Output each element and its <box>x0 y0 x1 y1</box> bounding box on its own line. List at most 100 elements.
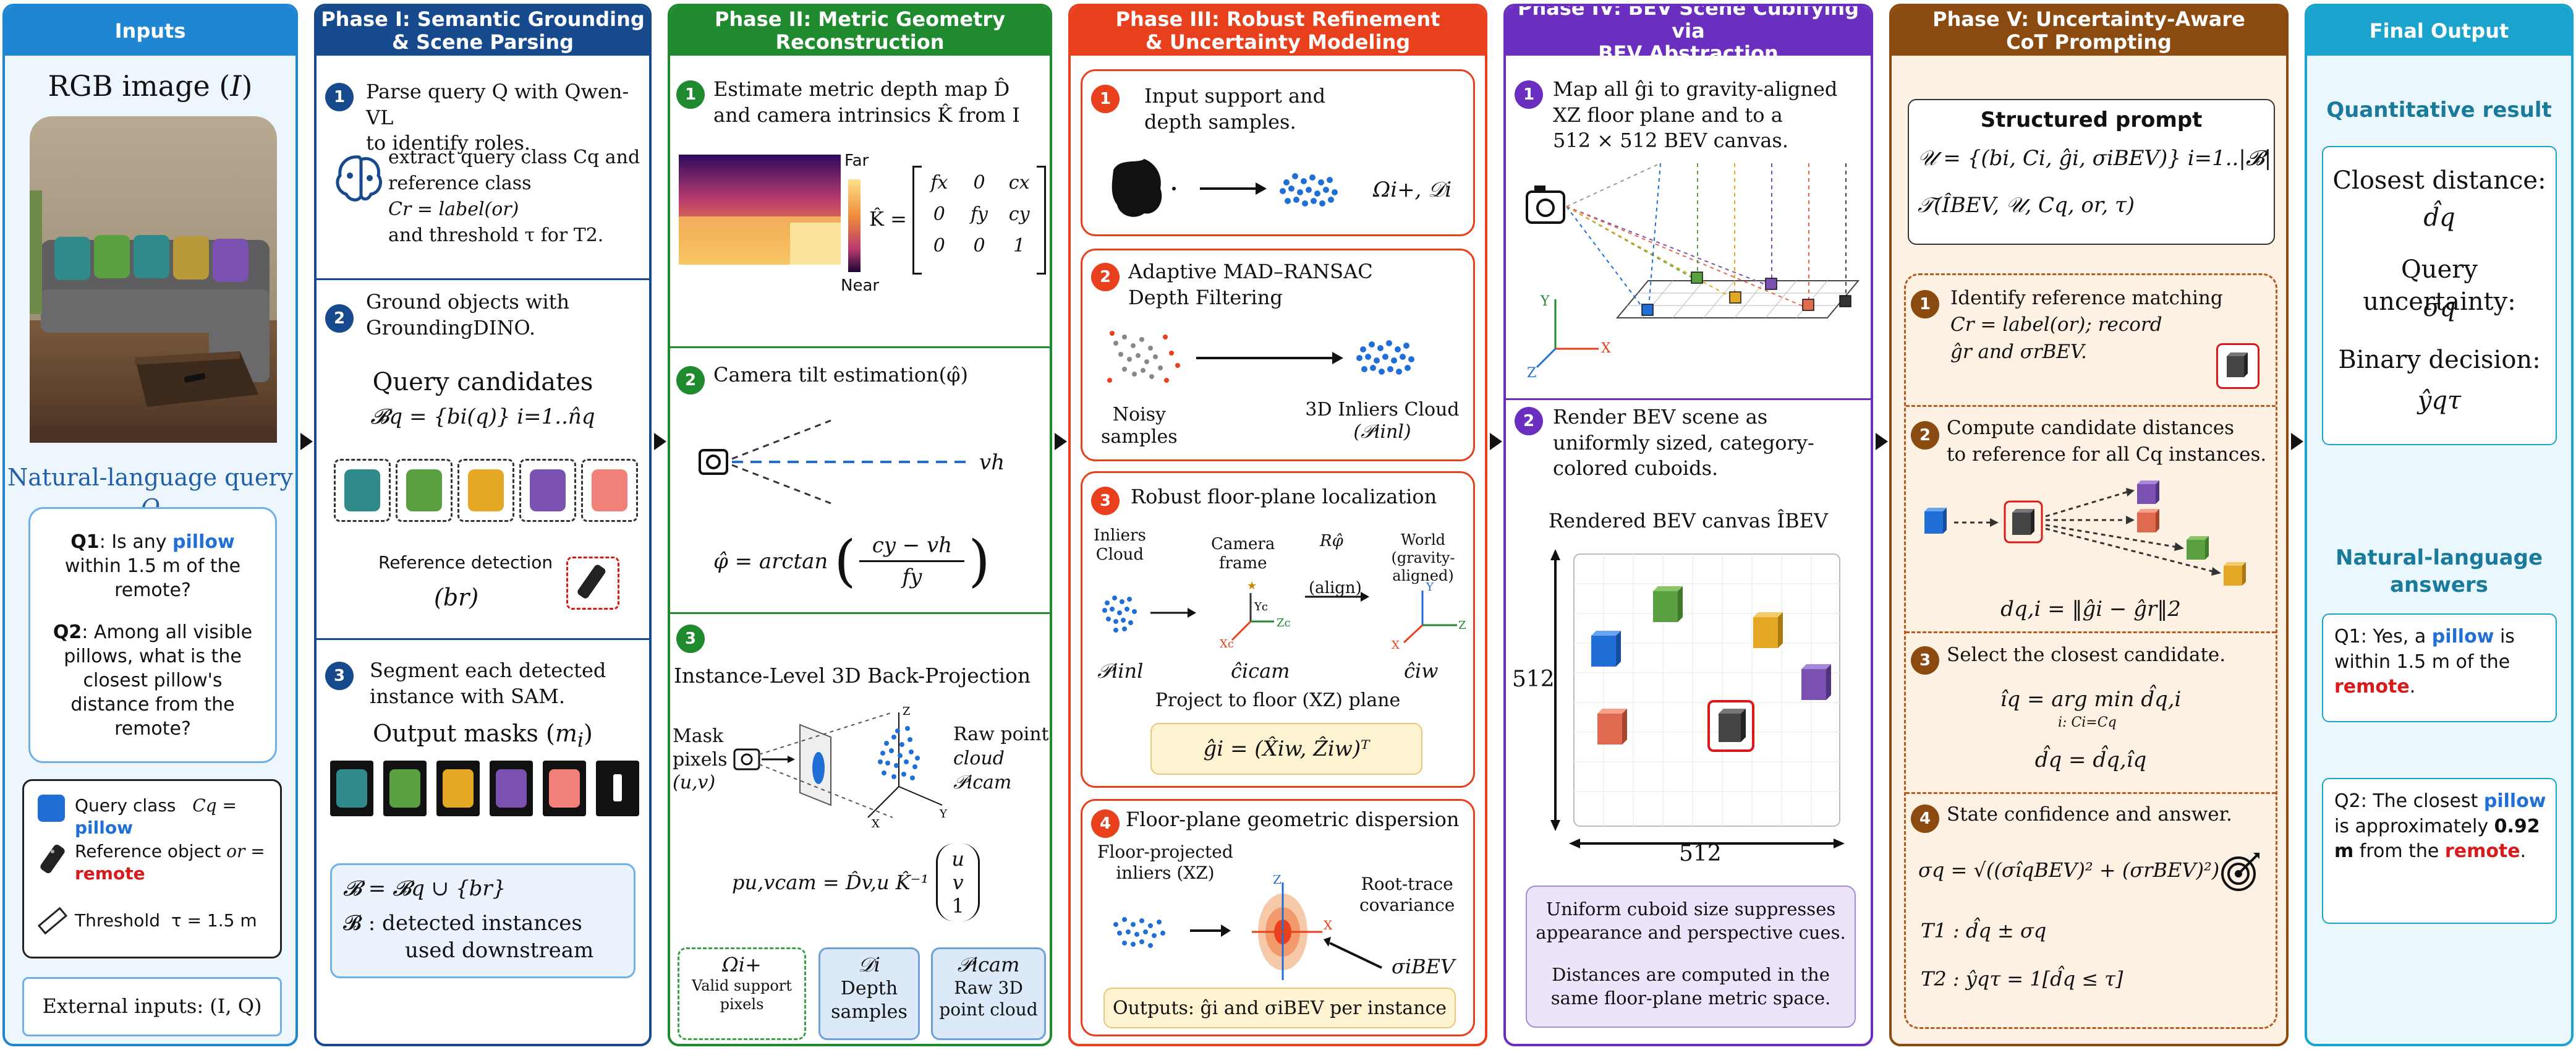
phase1-header: Phase I: Semantic Grounding& Scene Parsi… <box>317 6 649 56</box>
answer-q1-card: Q1: Yes, a pillow is within 1.5 m of the… <box>2322 613 2557 722</box>
t2-formula: T2 : ŷqτ = 1[d̂q ≤ τ] <box>1921 967 2123 991</box>
mask-4 <box>490 761 533 816</box>
rgb-image <box>30 116 277 443</box>
k-cell: fx <box>930 172 948 194</box>
svg-text:Y: Y <box>1540 294 1550 309</box>
yq-value: ŷqτ <box>2417 386 2462 415</box>
mask-3 <box>436 761 480 816</box>
candidate-box-1 <box>334 459 391 522</box>
phase2-sep2 <box>670 612 1050 614</box>
svg-text:X: X <box>872 817 880 830</box>
svg-text:X: X <box>1324 918 1333 933</box>
reference-box <box>566 557 619 610</box>
ruler-icon <box>37 907 68 935</box>
outputs-box: Outputs: ĝi and σiBEV per instance <box>1103 988 1456 1028</box>
canvas-dim-horizontal: 512 <box>1679 841 1722 866</box>
step-number-1: 1 <box>1515 80 1543 109</box>
inputs-column: Inputs RGB image (I) Natural-language qu… <box>2 4 298 1046</box>
candidate-box-4 <box>519 459 576 522</box>
k-label: K̂ = <box>869 207 907 231</box>
quant-result-card: Closest distance: d̂q Query uncertainty:… <box>2322 146 2557 445</box>
world-frame-label: World(gravity-aligned) <box>1391 531 1455 584</box>
k-cell: 1 <box>1013 235 1026 257</box>
closest-distance-label: Closest distance: <box>2332 166 2546 195</box>
phase3-header: Phase III: Robust Refinement& Uncertaint… <box>1071 6 1485 56</box>
phi-formula: φ̂ = arctan ( cy − vh fy ) <box>713 528 990 594</box>
step-number-3: 3 <box>1091 487 1120 515</box>
projection-formula: pu,vcam = D̂v,u K̂⁻¹ u v 1 <box>732 843 980 921</box>
answer-q2-text: Q2: The closest pillow is approximately … <box>2334 790 2546 862</box>
c-cam-label: ĉicam <box>1231 659 1290 683</box>
phase3-step3-card: 3 Robust floor-plane localization Inlier… <box>1081 471 1475 788</box>
quant-title: Quantitative result <box>2326 98 2552 122</box>
arrow-phase4-phase5 <box>1876 433 1888 450</box>
g-formula-box: ĝi = (X̂iw, Ẑiw)ᵀ <box>1150 723 1422 775</box>
support-samples-diagram <box>1112 159 1338 217</box>
bev-mapping-diagram: Y X Z <box>1526 163 1860 381</box>
phase2-step3-text: Instance-Level 3D Back-Projection <box>674 664 1031 688</box>
far-label: Far <box>844 152 869 170</box>
arrow-phase5-final <box>2291 433 2303 450</box>
final-column: Final Output Quantitative result Closest… <box>2305 4 2574 1046</box>
dq-formula: d̂q = d̂q,îq <box>2034 748 2147 772</box>
structured-prompt-title: Structured prompt <box>1980 108 2203 132</box>
ransac-diagram <box>1107 331 1414 383</box>
svg-text:Y: Y <box>939 808 948 821</box>
legend-query-class: Query class Cq = pillow <box>75 795 237 839</box>
legend-reference: Reference object or =remote <box>75 841 265 884</box>
r-phi-label: Rφ̂ <box>1320 532 1343 550</box>
phase5-sep2 <box>1906 631 2276 633</box>
phase5-sep3 <box>1906 792 2276 794</box>
phase3-step3-text: Robust floor-plane localization <box>1131 485 1437 508</box>
arrow-phase1-phase2 <box>654 433 666 450</box>
phase2-step1: 1 Estimate metric depth map D̂and camera… <box>670 58 1050 346</box>
q2-text: Q2: Among all visible pillows, what is t… <box>53 621 253 740</box>
mask-6 <box>596 761 639 816</box>
arrow-inputs-phase1 <box>300 433 313 450</box>
mask-5 <box>543 761 586 816</box>
floor-localization-diagram: ★ Yc Zc Xc Y Z X <box>1102 579 1466 652</box>
svg-text:X: X <box>1392 639 1400 652</box>
k-cell: cy <box>1008 203 1030 225</box>
step-number-2: 2 <box>1091 263 1120 291</box>
depth-colorbar <box>848 179 861 272</box>
svg-text:X: X <box>1601 341 1611 356</box>
step-number-2: 2 <box>676 366 705 395</box>
phase2-sep1 <box>670 346 1050 348</box>
cuboid-blue <box>1591 631 1621 667</box>
sigma-q-formula: σq = √((σîqBEV)² + (σrBEV)²) <box>1918 858 2220 882</box>
reference-detection-label: Reference detection <box>378 552 553 573</box>
svg-text:Xc: Xc <box>1220 638 1234 651</box>
step-number-3: 3 <box>676 625 705 653</box>
arrow-phase2-phase3 <box>1055 433 1067 450</box>
k-cell: 0 <box>973 172 985 194</box>
step-number-1: 1 <box>325 83 354 111</box>
svg-text:Zc: Zc <box>1277 617 1291 630</box>
phase2-step2-text: Camera tilt estimation(φ̂) <box>713 363 968 386</box>
cuboid-orange <box>1597 709 1627 745</box>
t1-formula: T1 : d̂q ± σq <box>1921 919 2047 942</box>
bq-formula: 𝓑q = {bi(q)} i=1..n̂q <box>370 404 595 429</box>
phase2-step3: 3 Instance-Level 3D Back-Projection Mask… <box>670 613 1050 1044</box>
phase5-step3-text: Select the closest candidate. <box>1947 644 2226 666</box>
legend-card: Query class Cq = pillow Reference object… <box>22 779 282 958</box>
depth-map <box>679 155 841 265</box>
